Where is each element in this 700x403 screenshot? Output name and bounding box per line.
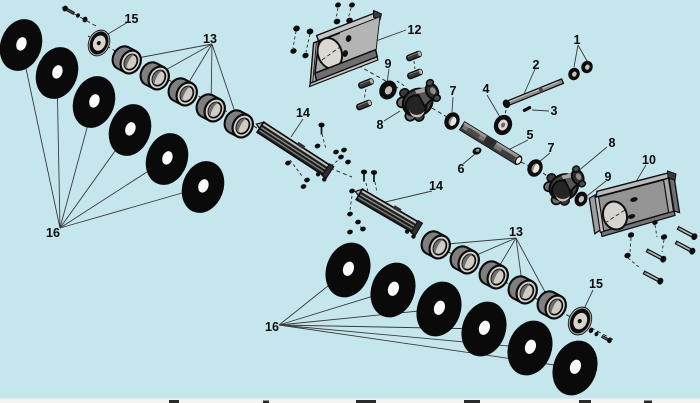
svg-text:7: 7	[450, 84, 457, 98]
svg-text:3: 3	[551, 104, 558, 118]
svg-text:7: 7	[548, 141, 555, 155]
svg-text:2: 2	[533, 58, 540, 72]
svg-text:9: 9	[605, 170, 612, 184]
svg-text:13: 13	[203, 32, 217, 46]
svg-text:16: 16	[46, 226, 60, 240]
svg-text:6: 6	[458, 162, 465, 176]
svg-text:5: 5	[527, 128, 534, 142]
svg-text:15: 15	[589, 277, 603, 291]
svg-text:8: 8	[377, 118, 384, 132]
svg-text:14: 14	[429, 179, 443, 193]
svg-text:15: 15	[125, 12, 139, 26]
svg-text:13: 13	[509, 225, 523, 239]
svg-text:8: 8	[609, 136, 616, 150]
svg-text:9: 9	[385, 57, 392, 71]
svg-text:16: 16	[265, 320, 279, 334]
svg-text:10: 10	[642, 153, 656, 167]
svg-text:12: 12	[408, 23, 422, 37]
svg-text:1: 1	[574, 33, 581, 47]
svg-text:14: 14	[296, 106, 310, 120]
svg-text:4: 4	[483, 82, 490, 96]
